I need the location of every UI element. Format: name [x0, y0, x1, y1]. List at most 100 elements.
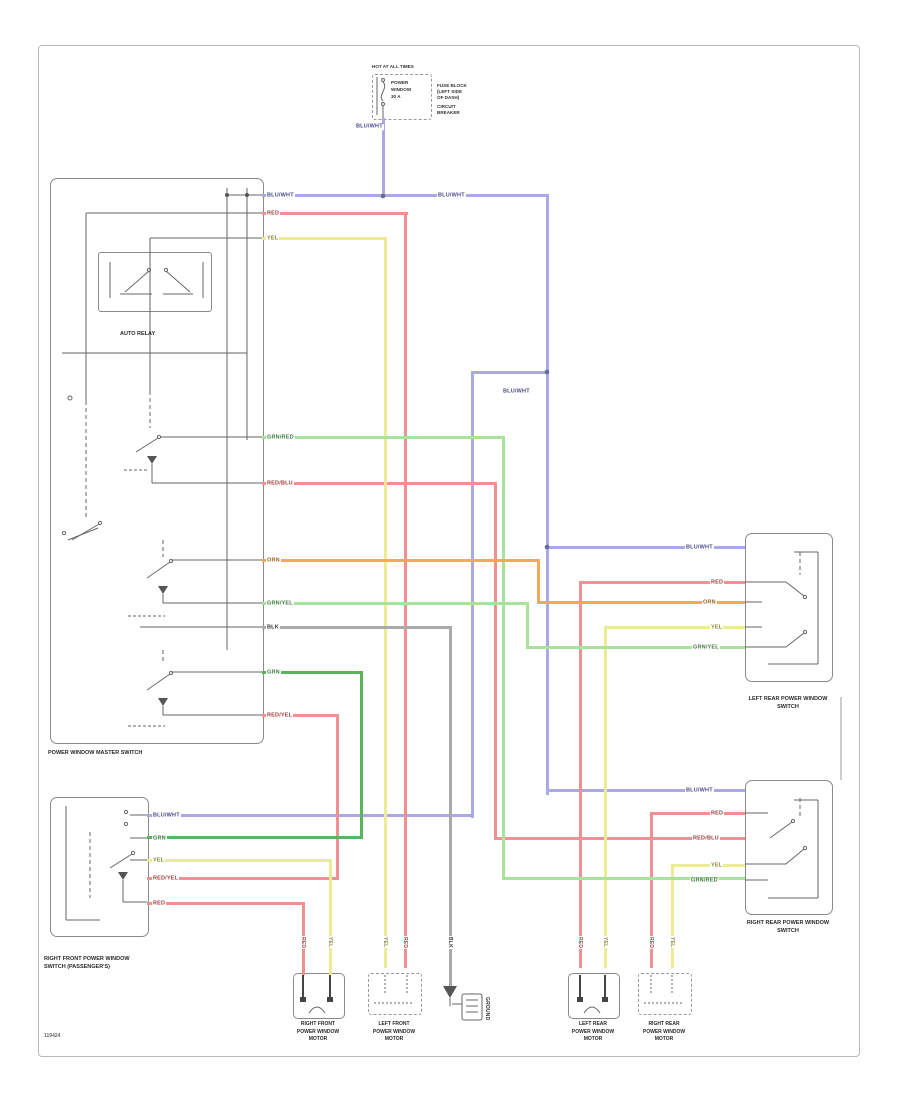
pin-label: RED: [402, 936, 408, 950]
wire-yel-rightrear-motor-v: [671, 864, 674, 968]
wire-red-leftrear-motor-v: [579, 581, 582, 968]
page-ref: 119424: [44, 1033, 61, 1039]
wire-red-master-h: [262, 212, 408, 215]
wire-yel-leftrear-motor-v: [604, 626, 607, 968]
motor-3-box: [568, 973, 620, 1019]
fuse-block-line3: OF DASH): [437, 95, 460, 100]
fuse-block-box: [372, 74, 432, 120]
wire-label: BLU/WHT: [685, 544, 714, 551]
wire-label: BLU/WHT: [502, 388, 531, 395]
pin-label: RED: [648, 936, 654, 950]
wire-label: YEL: [710, 624, 724, 631]
motor-3-label-line3: MOTOR: [583, 1036, 603, 1042]
motor-1-box: [293, 973, 345, 1019]
wire-label: RED: [152, 900, 167, 907]
wire-orn-leftrear-h: [537, 601, 745, 604]
page-border: [38, 45, 860, 1057]
pin-label: YEL: [327, 936, 333, 949]
wire-label: YEL: [266, 235, 280, 242]
right-rear-switch-box: [745, 780, 833, 915]
wire-yel-rightrear-h: [673, 864, 745, 867]
wire-label: ORN: [266, 557, 281, 564]
pin-label: RED: [577, 936, 583, 950]
right-rear-label-line2: SWITCH: [777, 928, 799, 935]
wire-label: BLK: [266, 624, 280, 631]
left-rear-switch-box: [745, 533, 833, 682]
motor-4-label-line3: MOTOR: [654, 1036, 674, 1042]
wire-red-frontswitch-h: [147, 902, 305, 905]
wire-redblu-v: [494, 482, 497, 840]
front-switch-label-line2: SWITCH (PASSENGER'S): [44, 964, 110, 971]
wire-label: RED/YEL: [266, 712, 294, 719]
wire-label: BLU/WHT: [437, 192, 466, 199]
wire-grnred-rightrear-h: [502, 877, 745, 880]
right-rear-label-line1: RIGHT REAR POWER WINDOW: [746, 920, 830, 926]
fuse-name-line1: POWER: [391, 80, 409, 85]
pin-label: YEL: [382, 936, 388, 949]
wire-blu-rightrear-h: [549, 789, 745, 792]
ground-label: GROUND: [484, 996, 490, 1022]
fuse-name-line2: WINDOW: [391, 87, 412, 92]
front-switch-label-line1: RIGHT FRONT POWER WINDOW: [44, 956, 130, 962]
front-switch-box: [50, 797, 149, 937]
wire-redyel-master-h: [262, 714, 339, 717]
wire-blk-master-h: [262, 626, 452, 629]
auto-relay-box: [98, 252, 212, 312]
pin-label: YEL: [602, 936, 608, 949]
wire-label: BLU/WHT: [355, 123, 384, 130]
motor-1-label-line1: RIGHT FRONT: [300, 1021, 336, 1027]
motor-3-label-line1: LEFT REAR: [578, 1021, 608, 1027]
wire-label: BLU/WHT: [266, 192, 295, 199]
wire-blu-branch-h: [472, 371, 549, 374]
wire-blu-main-v: [546, 194, 549, 795]
master-switch-label: POWER WINDOW MASTER SWITCH: [48, 750, 143, 756]
wire-yel-leftrear-h: [605, 626, 745, 629]
motor-2-connector: [368, 973, 422, 1015]
left-rear-label-line1: LEFT REAR POWER WINDOW: [748, 696, 828, 702]
wire-blk-ground-v: [449, 626, 452, 986]
wire-blu-frontswitch-h: [147, 814, 474, 817]
wire-label: RED: [266, 210, 281, 217]
wire-label: BLU/WHT: [152, 812, 181, 819]
wire-redyel-frontswitch-h: [147, 877, 339, 880]
wire-grnyel-leftrear-h: [526, 646, 745, 649]
wire-label: GRN/RED: [690, 877, 719, 884]
wire-label: RED/BLU: [266, 480, 294, 487]
wire-label: ORN: [702, 599, 717, 606]
wire-grn-master-h: [262, 671, 363, 674]
fuse-block-line2: (LEFT SIDE: [437, 89, 463, 94]
wire-grnred-v: [502, 436, 505, 880]
wire-grn-v: [360, 671, 363, 839]
wire-blu-branch-v: [471, 371, 474, 818]
fuse-note-line2: BREAKER: [437, 110, 460, 115]
fuse-block-line1: FUSE BLOCK: [437, 83, 467, 88]
wire-orn-v: [537, 559, 540, 604]
wire-label: YEL: [710, 862, 724, 869]
wire-yel-frontswitch-h: [147, 859, 332, 862]
wire-yel-frontmotor-v: [329, 859, 332, 975]
master-switch-box: [50, 178, 264, 744]
wire-redyel-v: [336, 714, 339, 880]
wire-label: BLU/WHT: [685, 787, 714, 794]
wire-redblu-master-h: [262, 482, 497, 485]
wire-label: RED: [710, 810, 725, 817]
wire-red-rightrear-h: [651, 812, 745, 815]
wire-label: GRN: [266, 669, 281, 676]
wire-red-leftrear-h: [580, 581, 745, 584]
wire-label: RED/YEL: [152, 875, 180, 882]
wire-label: YEL: [152, 857, 166, 864]
wire-label: GRN/RED: [266, 434, 295, 441]
motor-3-label-line2: POWER WINDOW: [571, 1028, 615, 1035]
wire-label: RED/BLU: [692, 835, 720, 842]
left-rear-label-line2: SWITCH: [777, 704, 799, 711]
wire-red-driver-v: [404, 212, 407, 968]
wire-label: GRN/YEL: [266, 600, 294, 607]
auto-relay-label: AUTO RELAY: [120, 331, 156, 337]
motor-1-label-line3: MOTOR: [308, 1036, 328, 1042]
motor-4-connector: [638, 973, 692, 1015]
wire-redblu-rightrear-h: [494, 837, 745, 840]
wire-grnred-master-h: [262, 436, 505, 439]
hot-label: HOT AT ALL TIMES: [372, 64, 414, 69]
wire-grn-frontswitch-h: [147, 836, 363, 839]
